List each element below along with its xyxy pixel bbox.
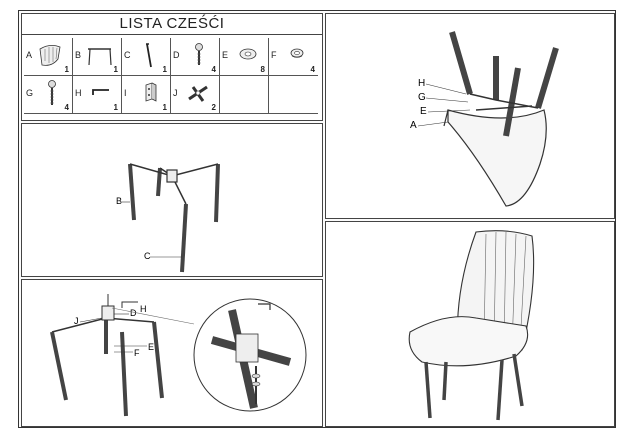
leg-frame-illustration: B C [116, 163, 220, 273]
label-b: B [116, 196, 122, 206]
leg-icon [146, 43, 152, 68]
part-cell-h: H 1 [73, 76, 122, 114]
magnified-detail [193, 298, 307, 412]
part-cell-g: G 4 [24, 76, 73, 114]
part-cell-b: B 1 [73, 38, 122, 76]
part-letter: B [75, 50, 82, 60]
part-quantity: 4 [211, 65, 216, 74]
label-g: G [418, 92, 426, 103]
part-cell-e: E 8 [220, 38, 269, 76]
part-cell-empty [220, 76, 269, 114]
bracket-icon [145, 82, 157, 102]
part-letter: J [173, 88, 178, 98]
part-quantity: 8 [260, 65, 265, 74]
part-letter: I [124, 88, 127, 98]
long-bolt-icon [48, 80, 56, 105]
part-cell-a: A 1 [24, 38, 73, 76]
part-letter: G [26, 88, 34, 98]
part-quantity: 1 [162, 103, 167, 112]
part-letter: E [222, 50, 229, 60]
step-4-panel [325, 221, 615, 427]
part-cell-c: C 1 [122, 38, 171, 76]
hardware-assembly-illustration: J D H F E [50, 294, 307, 417]
parts-grid: A 1 B 1 C 1 D 4 E 8 [24, 38, 320, 116]
bolt-icon [195, 43, 203, 65]
parts-list-panel: LISTA CZEŚĆI A 1 B 1 C 1 D 4 [21, 13, 323, 121]
cross-bracket-icon [188, 85, 208, 102]
instruction-sheet: LISTA CZEŚĆI A 1 B 1 C 1 D 4 [18, 10, 616, 428]
step-2-panel: J D H F E [21, 279, 323, 427]
part-quantity: 1 [162, 65, 167, 74]
label-h: H [418, 78, 425, 89]
part-letter: F [271, 50, 277, 60]
part-quantity: 1 [113, 103, 118, 112]
part-letter: C [124, 50, 131, 60]
part-cell-i: I 1 [122, 76, 171, 114]
part-cell-j: J 2 [171, 76, 220, 114]
label-h: H [140, 304, 147, 314]
seat-shell-icon [39, 45, 61, 66]
label-e: E [148, 342, 154, 352]
part-quantity: 4 [64, 103, 69, 112]
label-a: A [410, 120, 417, 131]
part-quantity: 1 [64, 65, 69, 74]
spring-washer-icon [290, 48, 304, 58]
step-3-panel: H G E A [325, 13, 615, 219]
part-quantity: 2 [211, 103, 216, 112]
label-c: C [144, 251, 151, 261]
flat-washer-icon [239, 48, 257, 60]
part-cell-d: D 4 [171, 38, 220, 76]
part-quantity: 4 [310, 65, 315, 74]
part-letter: D [173, 50, 180, 60]
label-d: D [130, 308, 137, 318]
allen-key-icon [92, 89, 109, 95]
part-letter: A [26, 50, 33, 60]
parts-list-title: LISTA CZEŚĆI [22, 14, 322, 35]
label-j: J [74, 316, 79, 326]
label-e: E [420, 106, 427, 117]
part-letter: H [75, 88, 82, 98]
part-cell-f: F 4 [269, 38, 318, 76]
finished-chair-illustration [408, 230, 535, 421]
seat-attach-illustration: H G E A [410, 31, 559, 207]
step-1-panel: B C [21, 123, 323, 277]
part-quantity: 1 [113, 65, 118, 74]
part-cell-empty [269, 76, 318, 114]
front-leg-frame-icon [88, 48, 112, 66]
label-f: F [134, 348, 140, 358]
